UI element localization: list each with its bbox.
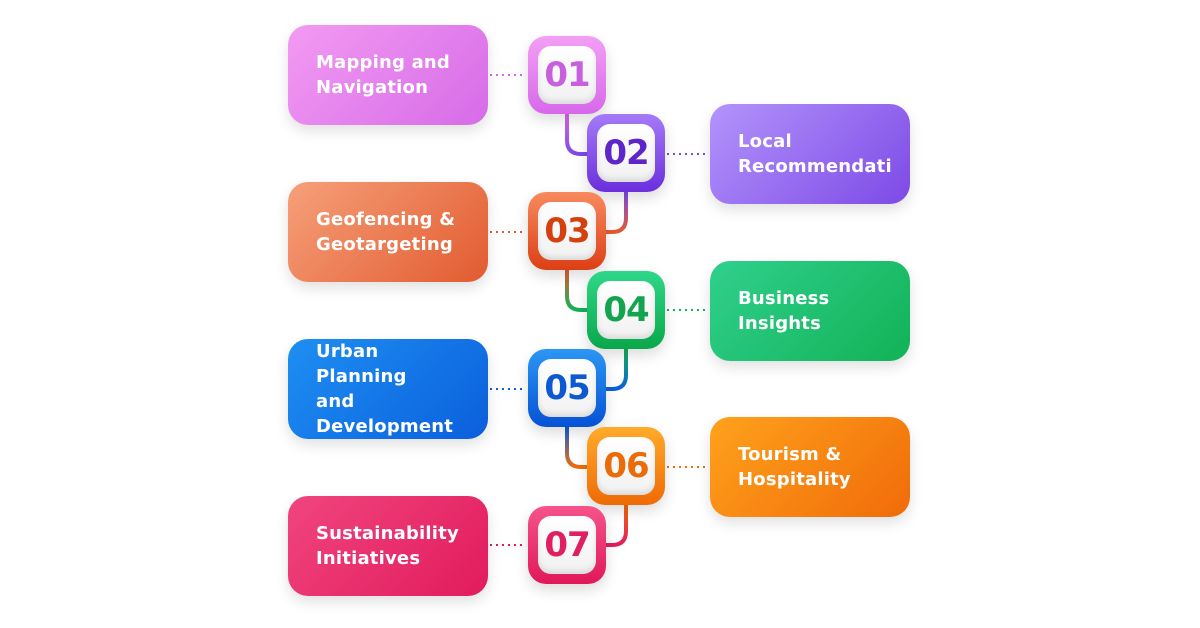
card-tourism-hospitality: Tourism & Hospitality (710, 417, 910, 517)
step-number: 04 (603, 290, 649, 330)
badge-face: 03 (538, 202, 596, 260)
step-number: 02 (603, 133, 649, 173)
link-02-03 (604, 190, 628, 234)
card-label: Geofencing & Geotargeting (316, 209, 456, 255)
link-05-06 (565, 425, 589, 469)
step-number: 03 (544, 211, 590, 251)
step-number: 07 (544, 525, 590, 565)
step-number: 05 (544, 368, 590, 408)
link-04-05 (604, 347, 628, 391)
link-01-02 (565, 112, 589, 156)
card-geofencing-geotargeting: Geofencing & Geotargeting (288, 182, 488, 282)
step-badge-02: 02 (587, 114, 665, 192)
step-badge-03: 03 (528, 192, 606, 270)
link-06-07 (604, 503, 628, 547)
card-urban-planning: Urban Planning and Development (288, 339, 488, 439)
card-label: Local Recommendati (738, 131, 892, 177)
card-label: Tourism & Hospitality (738, 444, 851, 490)
step-number: 01 (544, 55, 590, 95)
step-badge-01: 01 (528, 36, 606, 114)
card-mapping-navigation: Mapping and Navigation (288, 25, 488, 125)
card-label: Business Insights (738, 288, 830, 334)
badge-face: 07 (538, 516, 596, 574)
badge-face: 04 (597, 281, 655, 339)
badge-face: 05 (538, 359, 596, 417)
card-local-recommendations: Local Recommendati (710, 104, 910, 204)
step-badge-04: 04 (587, 271, 665, 349)
card-label: Mapping and Navigation (316, 52, 451, 98)
step-badge-05: 05 (528, 349, 606, 427)
step-number: 06 (603, 446, 649, 486)
card-label: Sustainability Initiatives (316, 523, 459, 569)
card-business-insights: Business Insights (710, 261, 910, 361)
badge-face: 01 (538, 46, 596, 104)
badge-face: 06 (597, 437, 655, 495)
step-badge-06: 06 (587, 427, 665, 505)
card-sustainability: Sustainability Initiatives (288, 496, 488, 596)
badge-face: 02 (597, 124, 655, 182)
card-label: Urban Planning and Development (316, 341, 454, 437)
step-badge-07: 07 (528, 506, 606, 584)
link-03-04 (565, 268, 589, 312)
